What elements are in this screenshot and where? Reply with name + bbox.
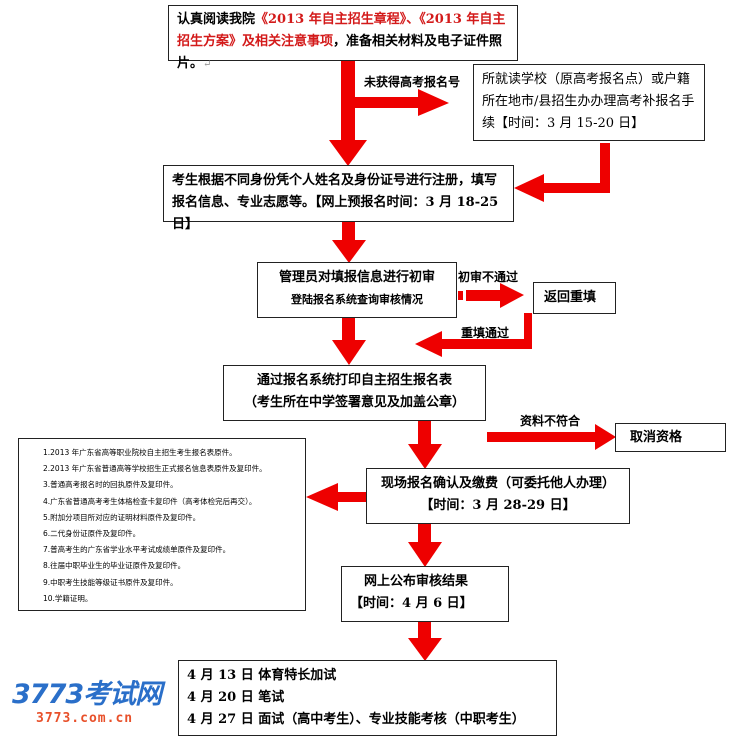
step6-line1: 现场报名确认及缴费（可委托他人办理） <box>380 476 615 491</box>
arrow-step6-to-materials <box>306 483 367 511</box>
step3-text: 考生根据不同身份凭个人姓名及身份证号进行注册，填写报名信息、专业志愿等。【网上预… <box>172 173 499 232</box>
arrow-step2-to-step3 <box>514 143 610 202</box>
step3-online-registration-box: 考生根据不同身份凭个人姓名及身份证号进行注册，填写报名信息、专业志愿等。【网上预… <box>163 165 514 232</box>
branch-label: 未获得高考报名号 <box>364 75 461 89</box>
arrow-step6-to-step7 <box>408 523 442 567</box>
step4-line2: 登陆报名系统查询审核情况 <box>291 293 423 306</box>
step5-print-form-box: 通过报名系统打印自主招生报名表 （考生所在中学签署意见及加盖公章） <box>223 365 486 421</box>
schedule-item: 4 月 27 日 面试（高中考生）、专业技能考核（中职考生） <box>187 712 525 727</box>
material-item: 3.普通高考报名时的回执原件及复印件。 <box>43 480 178 490</box>
step1-documents-link: 《2013 年自主招生章程》、《2013 年自主招生方案》及相关注意事项 <box>177 12 506 49</box>
cancel-qualification-text: 取消资格 <box>630 430 683 445</box>
step7-results-box: 网上公布审核结果 【时间：4 月 6 日】 <box>341 566 509 622</box>
return-refill-text: 返回重填 <box>544 290 597 305</box>
step1-text-suffix: ，准备相关材料及电子证件照片。 <box>177 34 503 71</box>
step2-supplementary-registration-box: 所就读学校（原高考报名点）或户籍所在地市/县招生办办理高考补报名手续【时间：3 … <box>473 64 705 141</box>
material-item: 5.附加分项目所对应的证明材料原件及复印件。 <box>43 512 201 522</box>
material-item: 8.往届中职毕业生的毕业证原件及复印件。 <box>43 561 186 571</box>
material-item: 7.普高考生的广东省学业水平考试成绩单原件及复印件。 <box>43 545 231 555</box>
arrow-return-to-step4 <box>415 313 532 357</box>
arrow-step4-to-step5 <box>332 317 366 365</box>
step5-line2: （考生所在中学签署意见及加盖公章） <box>243 395 465 410</box>
cancel-qualification-box: 取消资格 <box>615 423 726 452</box>
step6-onsite-confirmation-box: 现场报名确认及缴费（可委托他人办理） 【时间：3 月 28-29 日】 <box>366 468 630 524</box>
step4-line1: 管理员对填报信息进行初审 <box>278 270 435 285</box>
material-item: 1.2013 年广东省高等职业院校自主招生考生报名表原件。 <box>43 448 237 457</box>
logo-main-text: 3773考试网 <box>12 679 162 710</box>
material-item: 9.中职考生技能等级证书原件及复印件。 <box>43 577 178 587</box>
schedule-item: 4 月 13 日 体育特长加试 <box>187 668 337 683</box>
required-materials-list: 1.2013 年广东省高等职业院校自主招生考生报名表原件。 2.2013 年广东… <box>18 438 306 611</box>
step4-preliminary-review-box: 管理员对填报信息进行初审 登陆报名系统查询审核情况 <box>257 262 457 318</box>
material-item: 6.二代身份证原件及复印件。 <box>43 529 141 539</box>
step6-line2: 【时间：3 月 28-29 日】 <box>420 498 576 513</box>
arrow-step3-to-step4 <box>332 222 366 263</box>
arrow-branch-to-step2 <box>345 89 449 116</box>
arrow-step1-to-step3 <box>329 60 367 166</box>
material-item: 10.学籍证明。 <box>43 593 93 603</box>
step7-line1: 网上公布审核结果 <box>364 574 469 589</box>
site-logo: 3773考试网 3773.com.cn <box>12 672 162 726</box>
material-item: 4.广东省普通高考考生体格检查卡复印件（高考体检完后再交）。 <box>43 496 257 506</box>
return-refill-box: 返回重填 <box>533 282 616 314</box>
schedule-item: 4 月 20 日 笔试 <box>187 690 285 705</box>
step1-text: 认真阅读我院 <box>177 12 256 27</box>
arrow-step5-to-step6 <box>408 421 442 469</box>
logo-url-text: 3773.com.cn <box>36 711 134 726</box>
step7-line2: 【时间：4 月 6 日】 <box>350 596 473 611</box>
arrow-to-cancel <box>487 424 616 450</box>
material-item: 2.2013 年广东省普通高等学校招生正式报名信息表原件及复印件。 <box>43 464 267 474</box>
step5-line1: 通过报名系统打印自主招生报名表 <box>256 373 452 388</box>
step2-text: 所就读学校（原高考报名点）或户籍所在地市/县招生办办理高考补报名手续【时间：3 … <box>482 72 695 131</box>
mismatch-label: 资料不符合 <box>520 414 581 428</box>
refill-passed-label: 重填通过 <box>461 326 510 340</box>
fail-label: 初审不通过 <box>458 270 519 284</box>
arrow-step4-to-return <box>458 283 524 308</box>
step8-exam-schedule-box: 4 月 13 日 体育特长加试 4 月 20 日 笔试 4 月 27 日 面试（… <box>178 660 557 736</box>
step1-read-rules-box: 认真阅读我院《2013 年自主招生章程》、《2013 年自主招生方案》及相关注意… <box>168 5 518 71</box>
arrow-step7-to-step8 <box>408 621 442 661</box>
